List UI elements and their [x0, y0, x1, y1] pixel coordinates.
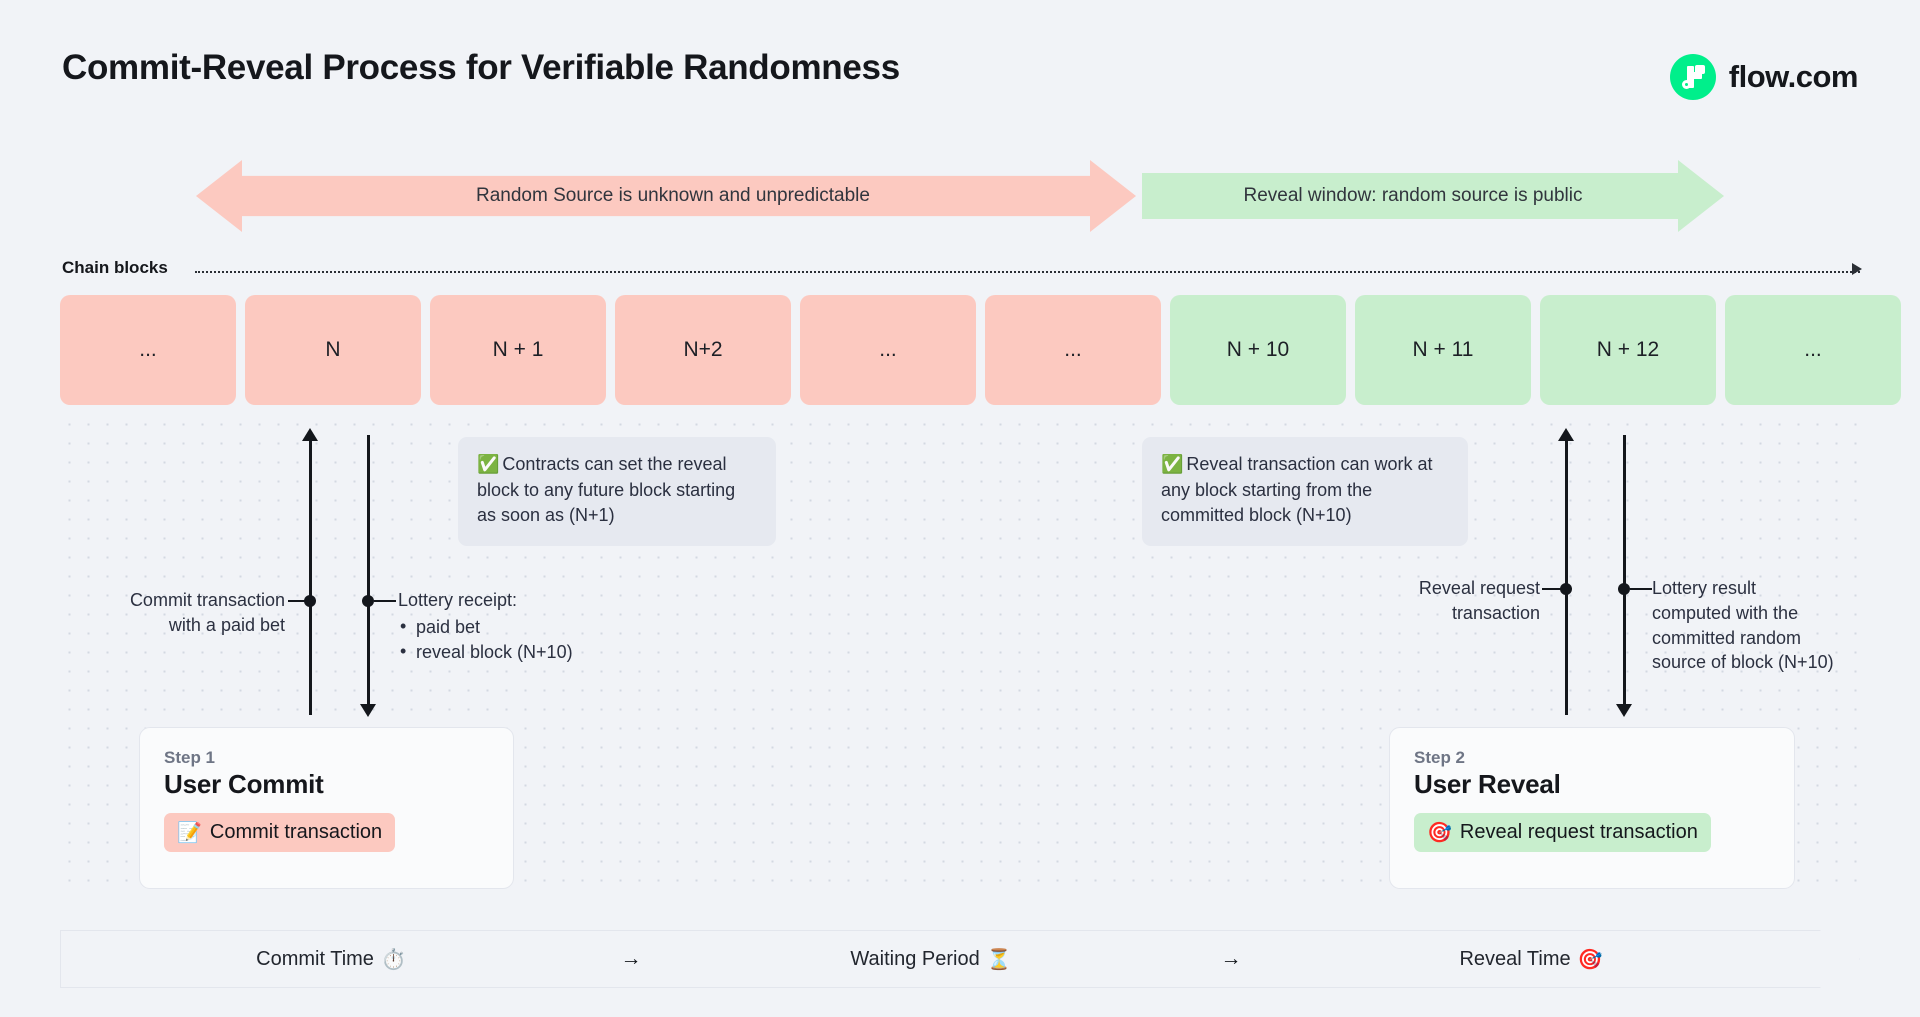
- annotation-line: Reveal request: [1418, 578, 1540, 598]
- page-title: Commit-Reveal Process for Verifiable Ran…: [62, 48, 900, 87]
- step-title: User Commit: [164, 769, 324, 799]
- chain-block-label: N+2: [683, 338, 723, 361]
- annotation-line: Lottery result: [1652, 578, 1757, 598]
- brand-logo: flow.com: [1669, 54, 1859, 100]
- annotation-lottery-result: Lottery result computed with the committ…: [1652, 576, 1882, 675]
- callout-reveal-transaction-window: ✅Reveal transaction can work at any bloc…: [1142, 437, 1468, 546]
- timeline-phase-waiting: Waiting Period ⏳: [661, 947, 1201, 972]
- reveal-request-leader-line: [1542, 588, 1566, 590]
- phase-banner-row: Random Source is unknown and unpredictab…: [0, 160, 1920, 232]
- callout-contracts-reveal-block: ✅Contracts can set the reveal block to a…: [458, 437, 776, 546]
- chain-block-label: ...: [1804, 338, 1822, 361]
- chain-block-label: N + 11: [1412, 338, 1474, 361]
- step-eyebrow: Step 1: [164, 748, 216, 767]
- stopwatch-icon: ⏱️: [380, 948, 406, 971]
- chain-block[interactable]: ...: [800, 295, 976, 405]
- banner-unknown-source: Random Source is unknown and unpredictab…: [196, 160, 1136, 232]
- annotation-line: committed random: [1652, 627, 1802, 648]
- receipt-leader-line: [374, 600, 396, 602]
- annotation-list-item: paid bet: [398, 614, 698, 640]
- annotation-lottery-receipt: Lottery receipt: paid bet reveal block (…: [398, 588, 698, 664]
- chain-block-label: ...: [1064, 338, 1082, 361]
- step-eyebrow: Step 2: [1414, 748, 1466, 767]
- receipt-connector-line: [367, 435, 370, 710]
- timeline-arrow-icon: →: [620, 947, 642, 970]
- flow-logo-icon: [1669, 54, 1716, 100]
- timeline-phase-commit: Commit Time ⏱️: [61, 947, 601, 972]
- step-card-user-reveal[interactable]: Step 2 User Reveal 🎯 Reveal request tran…: [1389, 727, 1795, 889]
- annotation-line: with a paid bet: [168, 614, 285, 635]
- banner-reveal-window: Reveal window: random source is public: [1142, 160, 1724, 232]
- reveal-request-arrow-up-icon: [1558, 428, 1574, 441]
- banner-reveal-window-label: Reveal window: random source is public: [1243, 185, 1583, 206]
- chain-blocks-label: Chain blocks: [62, 258, 168, 277]
- chain-block[interactable]: N: [245, 295, 421, 405]
- chain-block[interactable]: N + 1: [430, 295, 606, 405]
- chain-block[interactable]: ...: [985, 295, 1161, 405]
- chain-axis-line: [195, 271, 1860, 273]
- lottery-result-node-dot: [1618, 583, 1630, 595]
- check-mark-icon: ✅: [1161, 454, 1184, 474]
- timeline-phase-reveal: Reveal Time 🎯: [1261, 947, 1801, 972]
- timeline-phase-label: Reveal Time: [1459, 947, 1571, 970]
- memo-icon: 📝: [177, 822, 202, 844]
- chain-block-row: ... N N + 1 N+2 ... ... N + 10 N + 11 N …: [60, 295, 1901, 405]
- annotation-line: computed with the: [1652, 602, 1799, 623]
- chain-block[interactable]: ...: [60, 295, 236, 405]
- annotation-reveal-request: Reveal request transaction: [1330, 576, 1540, 626]
- chain-block[interactable]: N + 12: [1540, 295, 1716, 405]
- step-title: User Reveal: [1414, 769, 1561, 799]
- reveal-request-connector-line: [1565, 440, 1568, 715]
- step-card-user-commit[interactable]: Step 1 User Commit 📝 Commit transaction: [139, 727, 514, 889]
- banner-unknown-source-label: Random Source is unknown and unpredictab…: [476, 185, 870, 206]
- annotation-line: Commit transaction: [129, 590, 285, 610]
- hourglass-icon: ⏳: [986, 948, 1012, 971]
- lottery-result-leader-line: [1630, 588, 1652, 590]
- reveal-request-transaction-pill-label: Reveal request transaction: [1459, 821, 1698, 843]
- commit-transaction-pill[interactable]: 📝 Commit transaction: [164, 813, 396, 852]
- timeline-phase-label: Commit Time: [256, 947, 374, 970]
- chain-block-label: ...: [139, 338, 157, 361]
- lottery-result-connector-line: [1623, 435, 1626, 710]
- chain-block-label: N: [325, 338, 341, 361]
- target-icon: 🎯: [1427, 822, 1452, 844]
- chain-block[interactable]: N+2: [615, 295, 791, 405]
- phase-timeline-bar: Commit Time ⏱️ → Waiting Period ⏳ → Reve…: [60, 930, 1860, 988]
- commit-transaction-pill-label: Commit transaction: [209, 821, 383, 843]
- annotation-commit-transaction: Commit transaction with a paid bet: [60, 588, 285, 638]
- chain-block-label: ...: [879, 338, 897, 361]
- check-mark-icon: ✅: [477, 454, 500, 474]
- callout-text: Contracts can set the reveal block to an…: [477, 454, 736, 526]
- timeline-arrow-icon: →: [1220, 947, 1242, 970]
- receipt-node-dot: [362, 595, 374, 607]
- reveal-request-transaction-pill[interactable]: 🎯 Reveal request transaction: [1414, 813, 1711, 852]
- annotation-line: transaction: [1451, 602, 1540, 623]
- annotation-line: source of block (N+10): [1652, 652, 1834, 673]
- callout-text: Reveal transaction can work at any block…: [1161, 454, 1433, 526]
- chain-block-label: N + 1: [492, 338, 544, 361]
- annotation-title: Lottery receipt:: [398, 590, 518, 610]
- annotation-list-item: reveal block (N+10): [398, 639, 698, 665]
- chain-block[interactable]: N + 11: [1355, 295, 1531, 405]
- commit-arrow-up-icon: [302, 428, 318, 441]
- receipt-arrow-down-icon: [360, 704, 376, 717]
- commit-connector-line: [309, 440, 312, 715]
- chain-block[interactable]: N + 10: [1170, 295, 1346, 405]
- commit-leader-line: [288, 600, 310, 602]
- target-icon: 🎯: [1577, 948, 1603, 971]
- chain-block-label: N + 10: [1226, 338, 1290, 361]
- lottery-result-arrow-down-icon: [1616, 704, 1632, 717]
- commit-node-dot: [304, 595, 316, 607]
- chain-block[interactable]: ...: [1725, 295, 1901, 405]
- chain-block-label: N + 12: [1596, 338, 1660, 361]
- chain-axis-arrow-icon: [1852, 263, 1862, 275]
- timeline-phase-label: Waiting Period: [850, 947, 980, 970]
- reveal-request-node-dot: [1560, 583, 1572, 595]
- brand-name: flow.com: [1728, 59, 1859, 94]
